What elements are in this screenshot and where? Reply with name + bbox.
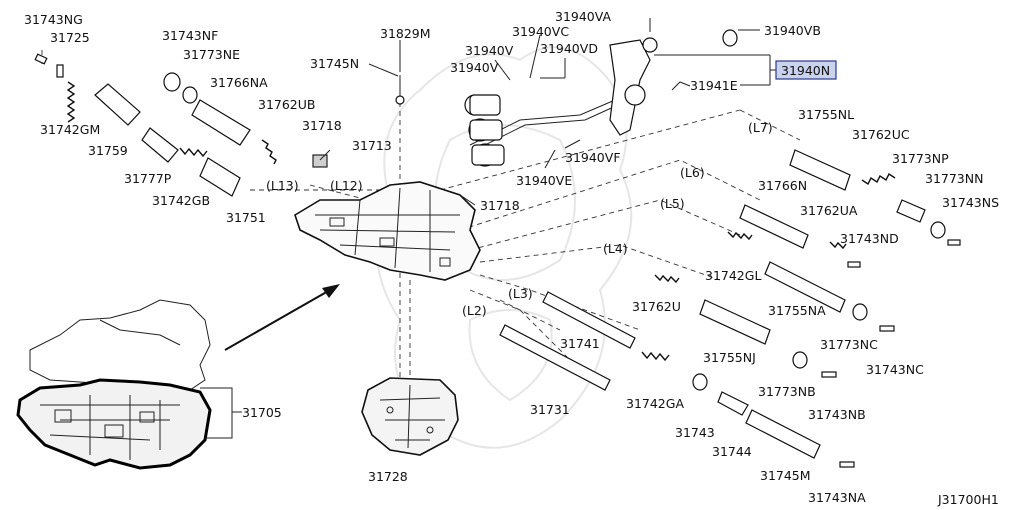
valve-body-31713: [294, 181, 481, 281]
label-31741: 31741: [560, 336, 600, 351]
label-31742GM: 31742GM: [40, 122, 100, 137]
leader-lines: [319, 18, 780, 206]
label-31762UA: 31762UA: [800, 203, 858, 218]
label-31755NL: 31755NL: [798, 107, 854, 122]
label-31743ND: 31743ND: [840, 231, 899, 246]
diagram-code: J31700H1: [937, 492, 999, 507]
label-L6: (L6): [680, 165, 705, 180]
label-31940VB: 31940VB: [764, 23, 821, 38]
label-31766NA: 31766NA: [210, 75, 268, 90]
label-31743NA: 31743NA: [808, 490, 866, 505]
solenoid-assembly-31940N: [464, 29, 738, 167]
label-31725: 31725: [50, 30, 90, 45]
label-31940VC: 31940VC: [512, 24, 569, 39]
label-31773NB: 31773NB: [758, 384, 816, 399]
label-31743NS: 31743NS: [942, 195, 999, 210]
label-31743NG: 31743NG: [24, 12, 83, 27]
label-31745M: 31745M: [760, 468, 811, 483]
label-31745N: 31745N: [310, 56, 359, 71]
label-31713: 31713: [352, 138, 392, 153]
label-31773NP: 31773NP: [892, 151, 949, 166]
highlight-box: [775, 60, 837, 80]
label-31766N: 31766N: [758, 178, 807, 193]
label-31762UB: 31762UB: [258, 97, 316, 112]
label-31940VF: 31940VF: [565, 150, 621, 165]
label-31718-b: 31718: [480, 198, 520, 213]
label-L12: (L12): [330, 178, 363, 193]
label-31941E: 31941E: [690, 78, 738, 93]
label-31940VE: 31940VE: [516, 173, 572, 188]
label-31755NJ: 31755NJ: [703, 350, 756, 365]
label-31751: 31751: [226, 210, 266, 225]
label-L3: (L3): [508, 286, 533, 301]
right-parts-group: [499, 149, 961, 468]
label-31777P: 31777P: [124, 171, 172, 186]
label-L13: (L13): [266, 178, 299, 193]
label-31773NE: 31773NE: [183, 47, 240, 62]
label-L5: (L5): [660, 196, 685, 211]
label-31755NA: 31755NA: [768, 303, 826, 318]
label-31731: 31731: [530, 402, 570, 417]
label-31744: 31744: [712, 444, 752, 459]
label-31773NC: 31773NC: [820, 337, 878, 352]
label-31718-a: 31718: [302, 118, 342, 133]
label-31742GL: 31742GL: [705, 268, 761, 283]
label-31743: 31743: [675, 425, 715, 440]
label-31743NB: 31743NB: [808, 407, 866, 422]
part-labels: 31743NG 31725 31743NF 31773NE 31766NA 31…: [24, 9, 999, 507]
label-31743NC: 31743NC: [866, 362, 924, 377]
label-31742GB: 31742GB: [152, 193, 210, 208]
valve-body-lower: [16, 378, 212, 470]
label-31728: 31728: [368, 469, 408, 484]
label-31940V-2: 31940V: [450, 60, 499, 75]
label-L4: (L4): [603, 241, 628, 256]
separator-plate-31728: [361, 377, 459, 456]
label-31940VD: 31940VD: [540, 41, 598, 56]
label-31742GA: 31742GA: [626, 396, 684, 411]
label-L2: (L2): [462, 303, 487, 318]
transmission-outline: [29, 299, 211, 393]
label-31759: 31759: [88, 143, 128, 158]
label-L7: (L7): [748, 120, 773, 135]
label-31940N: 31940N: [781, 63, 830, 78]
label-31829M: 31829M: [380, 26, 431, 41]
label-31773NN: 31773NN: [925, 171, 983, 186]
arrow-icon: [322, 284, 340, 298]
label-31743NF: 31743NF: [162, 28, 218, 43]
left-parts-group: [34, 53, 405, 197]
label-31940VA: 31940VA: [555, 9, 612, 24]
label-31940V-1: 31940V: [465, 43, 514, 58]
label-31762UC: 31762UC: [852, 127, 910, 142]
label-31762U: 31762U: [632, 299, 681, 314]
label-31705: 31705: [242, 405, 282, 420]
